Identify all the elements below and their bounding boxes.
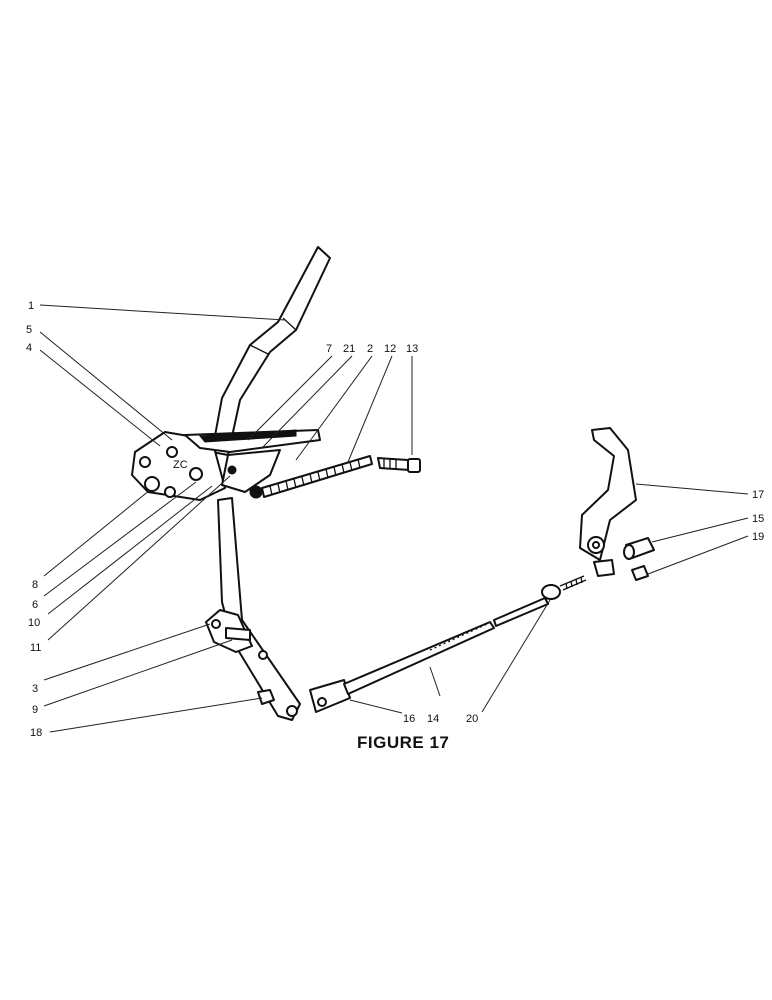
return-spring (249, 455, 373, 499)
label-3: 3 (32, 683, 38, 695)
crank-nut (631, 565, 649, 581)
figure-caption: FIGURE 17 (357, 733, 450, 752)
label-13: 13 (406, 343, 418, 355)
label-20: 20 (466, 713, 478, 725)
label-12: 12 (384, 343, 396, 355)
label-16: 16 (403, 713, 415, 725)
label-7: 7 (326, 343, 332, 355)
label-9: 9 (32, 704, 38, 716)
label-17: 17 (752, 489, 764, 501)
brake-rod (309, 575, 587, 713)
label-5: 5 (26, 324, 32, 336)
label-18: 18 (30, 727, 42, 739)
hand-lever (211, 246, 331, 456)
label-15: 15 (752, 513, 764, 525)
lever-bracket-assembly: ZC (131, 429, 321, 501)
label-1: 1 (28, 300, 34, 312)
label-19: 19 (752, 531, 764, 543)
leader-lines (39, 304, 749, 733)
label-10: 10 (28, 617, 40, 629)
label-14: 14 (427, 713, 439, 725)
label-6: 6 (32, 599, 38, 611)
lower-lever-arm (217, 497, 301, 721)
part-labels: 1 5 4 7 21 2 12 13 8 6 10 11 3 9 18 16 1… (26, 300, 764, 739)
pivot-pin (377, 457, 421, 473)
label-11: 11 (30, 642, 41, 654)
label-4: 4 (26, 342, 32, 354)
label-2: 2 (367, 343, 373, 355)
label-8: 8 (32, 579, 38, 591)
svg-text:ZC: ZC (173, 459, 188, 471)
clevis-bracket (205, 609, 275, 705)
label-21: 21 (343, 343, 355, 355)
crank-pin (623, 537, 655, 560)
bell-crank (579, 427, 637, 577)
